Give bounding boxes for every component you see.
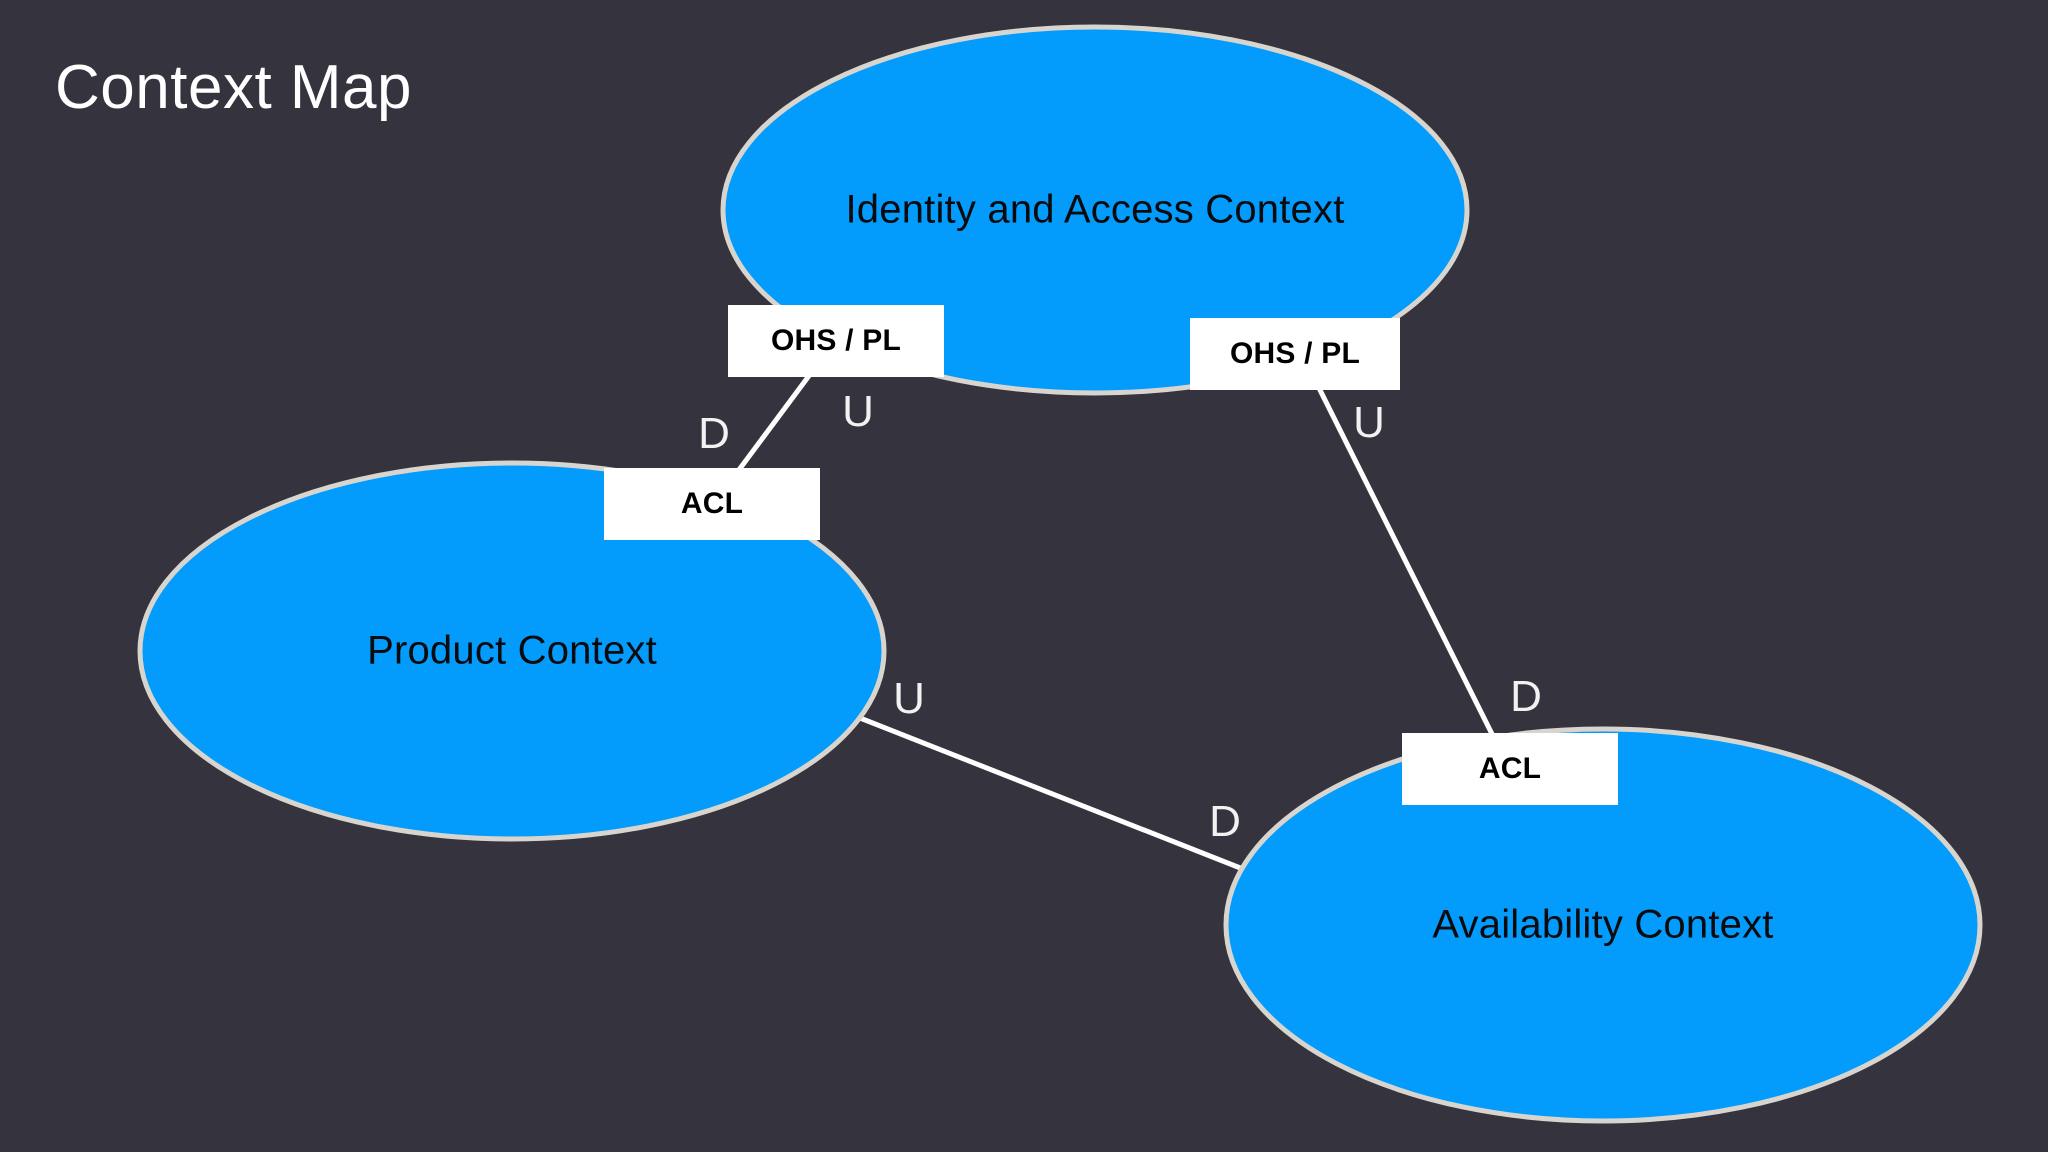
connector-product-availability [857, 715, 1256, 876]
context-ellipse-identity-and-access-context[interactable] [720, 24, 1470, 396]
context-ellipse-layer [137, 24, 1983, 1124]
direction-marker-d-identity-product: D [698, 409, 730, 458]
direction-marker-u-product-availability: U [893, 674, 925, 723]
direction-marker-u-identity-product: U [842, 387, 874, 436]
direction-marker-d-product-availability: D [1209, 797, 1241, 846]
context-label-product-context: Product Context [367, 628, 657, 673]
relationship-box-ohs-pl-identity-availability[interactable]: OHS / PL [1190, 318, 1400, 390]
direction-marker-u-identity-availability: U [1353, 398, 1385, 447]
context-label-identity-and-access-context: Identity and Access Context [845, 187, 1345, 232]
context-ellipse-product-context[interactable] [137, 460, 887, 842]
context-label-availability-context: Availability Context [1432, 902, 1774, 947]
relationship-box-acl-product[interactable]: ACL [604, 468, 820, 540]
context-ellipse-availability-context[interactable] [1223, 726, 1983, 1124]
page-title: Context Map [55, 53, 413, 122]
relationship-box-ohs-pl-identity-product[interactable]: OHS / PL [728, 305, 944, 377]
connector-identity-availability [1297, 347, 1499, 745]
direction-marker-d-identity-availability: D [1510, 672, 1542, 721]
relationship-box-acl-availability[interactable]: ACL [1402, 733, 1618, 805]
